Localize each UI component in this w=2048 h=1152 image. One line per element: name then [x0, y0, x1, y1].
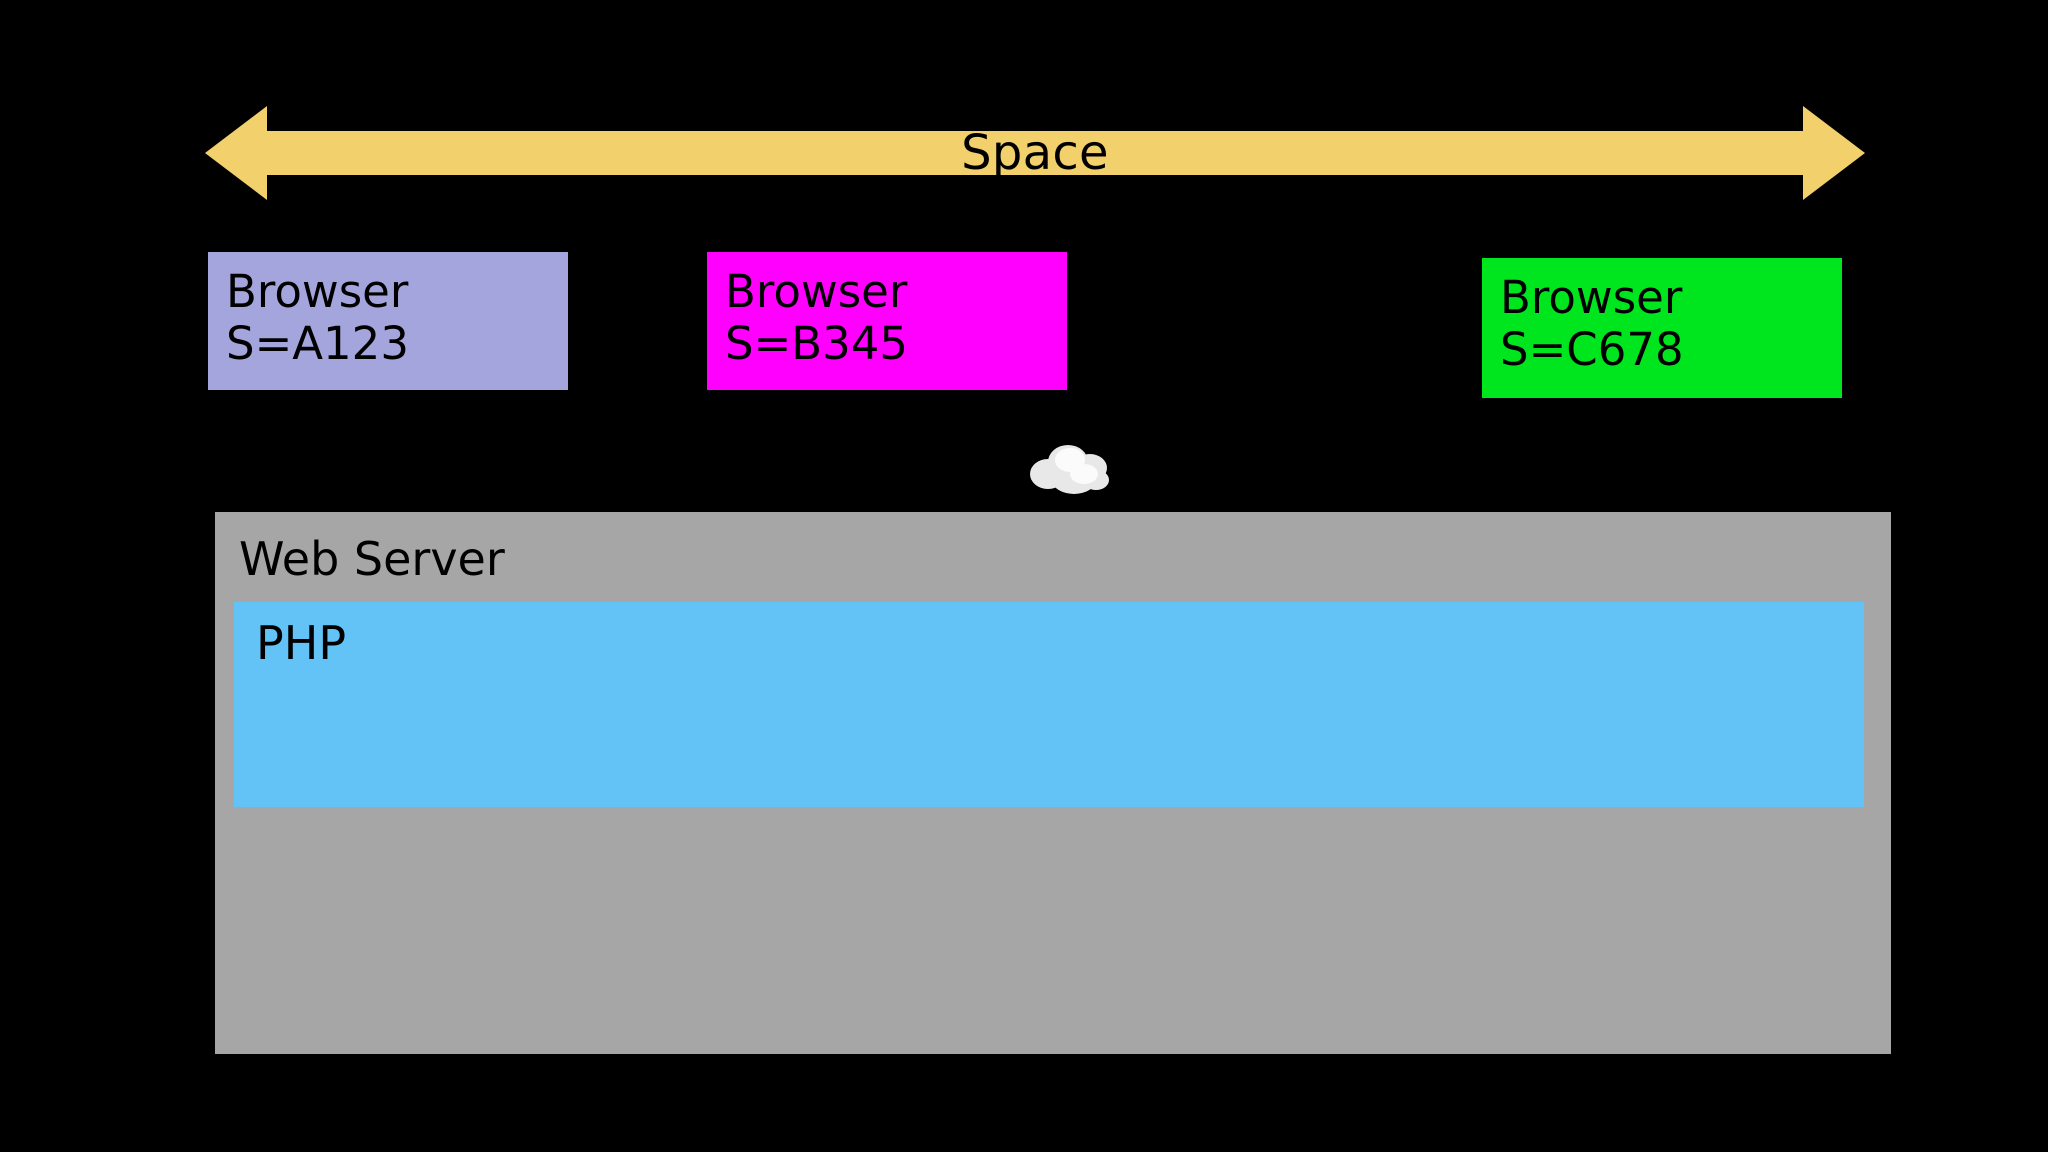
- browser-box-c[interactable]: Browser S=C678: [1482, 258, 1842, 398]
- php-panel-title: PHP: [256, 616, 347, 670]
- web-server-container: Web Server PHP PHP Code A123: [215, 512, 1891, 1054]
- space-axis-arrow: Space: [205, 98, 1865, 208]
- browser-session-id: S=C678: [1500, 323, 1684, 377]
- double-arrow-icon: [205, 106, 1865, 200]
- browser-title: Browser: [725, 265, 908, 318]
- browser-session-id: S=B345: [725, 317, 909, 371]
- space-axis-label: Space: [961, 125, 1109, 181]
- browser-title: Browser: [1500, 271, 1683, 324]
- web-server-title: Web Server: [239, 532, 505, 586]
- browser-title: Browser: [226, 265, 409, 318]
- browser-session-id: S=A123: [226, 317, 409, 371]
- browser-box-b[interactable]: Browser S=B345: [707, 252, 1067, 390]
- php-runtime-panel: PHP: [234, 602, 1864, 807]
- cloud-icon: [1028, 440, 1114, 496]
- browser-box-a[interactable]: Browser S=A123: [208, 252, 568, 390]
